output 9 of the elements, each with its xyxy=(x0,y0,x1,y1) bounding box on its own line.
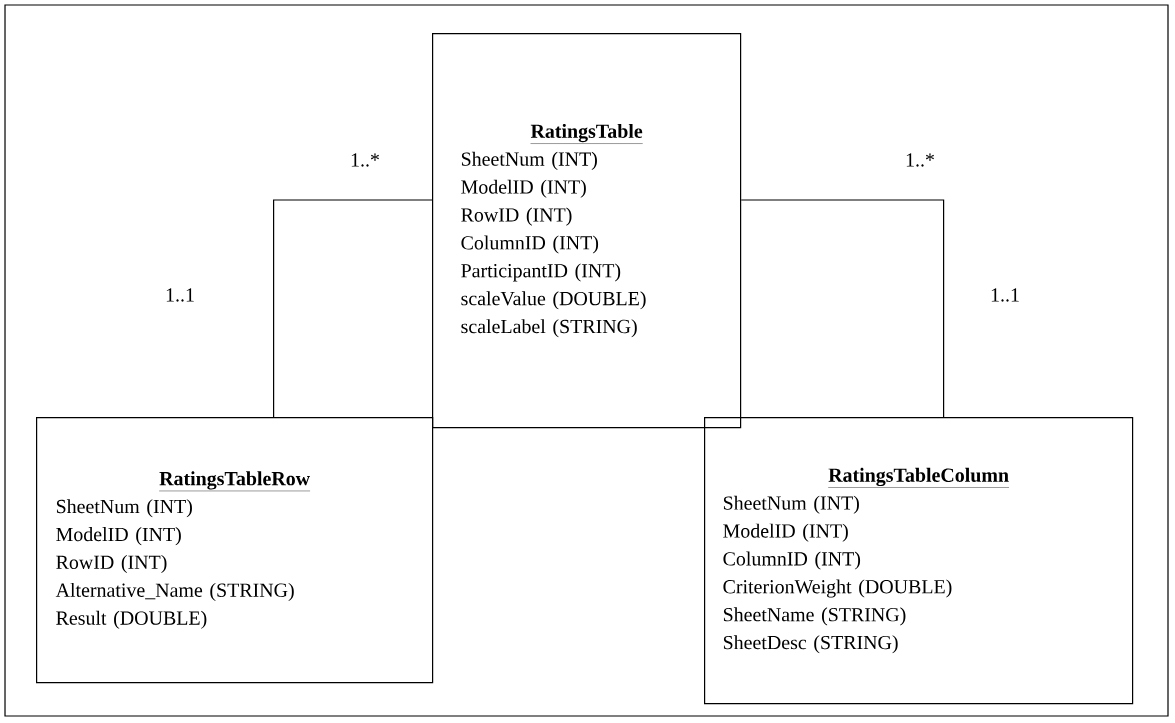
class-box: RatingsTableColumn SheetNum (INT) ModelID (INT) ColumnID (INT) CriterionWeight (DOUBLE) SheetName (STRING) SheetDesc (STRING) xyxy=(704,417,1134,705)
multiplicity-label: 1..* xyxy=(351,153,379,167)
multiplicity-label: 1..* xyxy=(906,153,934,167)
connector-line xyxy=(740,199,945,418)
class-box: RatingsTable SheetNum (INT) ModelID (INT) RowID (INT) ColumnID (INT) ParticipantID (INT) scaleValue (DOUBLE) scaleLabel (STRING) xyxy=(432,33,742,429)
class-box: RatingsTableRow SheetNum (INT) ModelID (INT) RowID (INT) Alternative_Name (STRING) Result (DOUBLE) xyxy=(36,417,434,684)
connector-line xyxy=(273,199,433,418)
multiplicity-label: 1..1 xyxy=(166,288,194,302)
multiplicity-label: 1..1 xyxy=(991,288,1019,302)
